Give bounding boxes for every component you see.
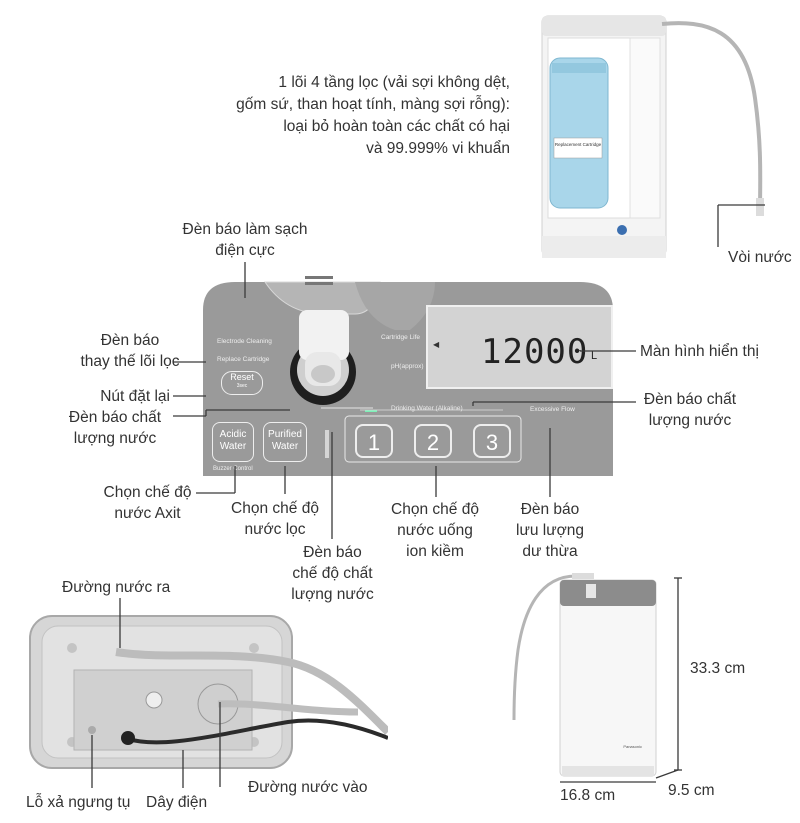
- acidic-water-button[interactable]: Acidic Water: [212, 422, 254, 462]
- label-line: nước lọc: [244, 521, 306, 538]
- purified-water-button[interactable]: Purified Water: [263, 422, 307, 462]
- drain-label: Lỗ xả ngưng tụ: [26, 794, 131, 811]
- reset-button[interactable]: Reset 3sec: [221, 371, 263, 395]
- label-line: nước Axit: [114, 505, 181, 522]
- lcd-value: 12000: [481, 332, 589, 372]
- label-line: chế độ chất: [292, 565, 373, 582]
- device-image: Panasonic: [510, 570, 670, 785]
- label-line: Đèn báo: [520, 501, 580, 518]
- excess-flow-label: Đèn báo lưu lượng dư thừa: [500, 499, 600, 562]
- label-line: điện cực: [215, 242, 275, 259]
- cartridge-label-text: Replacement Cartridge: [555, 142, 602, 147]
- label-line: Đèn báo chất: [68, 409, 162, 426]
- brand-text: Panasonic: [623, 744, 642, 749]
- filter-note-line: và 99.999% vi khuẩn: [366, 140, 510, 157]
- depth-dimension: 9.5 cm: [668, 782, 715, 799]
- purified-label-2: Water: [271, 441, 299, 452]
- label-line: Đèn báo chất: [643, 391, 737, 408]
- control-panel: Electrode Cleaning Replace Cartridge Res…: [195, 270, 620, 492]
- cartridge-replace-label: Đèn báo thay thế lõi lọc: [60, 330, 200, 372]
- reset-button-sub: 3sec: [236, 383, 248, 389]
- label-line: thay thế lõi lọc: [80, 353, 180, 370]
- label-line: Đèn báo: [100, 332, 160, 349]
- display-label: Màn hình hiển thị: [640, 343, 759, 360]
- power-cord-label: Dây điện: [146, 794, 208, 811]
- drinking-water-text: Drinking Water (Alkaline): [391, 405, 463, 412]
- label-line: lượng nước: [648, 412, 732, 429]
- cartridge-life-text: Cartridge Life: [381, 334, 421, 341]
- water-quality-right-label: Đèn báo chất lượng nước: [625, 389, 755, 431]
- water-out-label: Đường nước ra: [62, 579, 171, 596]
- label-line: lượng nước: [73, 430, 157, 447]
- water-in-label: Đường nước vào: [248, 779, 368, 796]
- filter-note-line: 1 lõi 4 tầng lọc (vải sợi không dệt,: [278, 74, 510, 91]
- purified-label-1: Purified: [268, 429, 302, 440]
- reset-button-label: Nút đặt lại: [100, 388, 170, 405]
- alkaline-level-2-button[interactable]: 2: [414, 424, 452, 458]
- mode-indicator-label: Đèn báo chế độ chất lượng nước: [275, 542, 390, 605]
- buzzer-control-text: Buzzer Control: [213, 466, 253, 472]
- label-line: dư thừa: [522, 543, 578, 560]
- label-line: Chọn chế độ: [103, 484, 192, 501]
- ph-approx-text: pH(approx): [391, 363, 424, 370]
- excessive-flow-text: Excessive Flow: [530, 406, 575, 413]
- water-quality-left-label: Đèn báo chất lượng nước: [50, 407, 180, 449]
- width-dimension: 16.8 cm: [560, 787, 616, 804]
- acidic-label-2: Water: [219, 441, 247, 452]
- filter-note-line: loại bỏ hoàn toàn các chất có hại: [283, 118, 510, 135]
- lcd-arrow-icon: ◀: [433, 340, 440, 349]
- label-line: Đèn báo: [303, 544, 362, 561]
- acidic-label-1: Acidic: [219, 429, 247, 440]
- height-dimension: 33.3 cm: [690, 660, 746, 677]
- alkaline-level-3-button[interactable]: 3: [473, 424, 511, 458]
- acid-mode-label: Chọn chế độ nước Axit: [85, 482, 210, 524]
- underside-image: [28, 612, 391, 772]
- electrode-cleaning-label: Đèn báo làm sạch điện cực: [165, 219, 325, 261]
- label-line: Đèn báo làm sạch: [182, 221, 308, 238]
- electrode-cleaning-text: Electrode Cleaning: [217, 338, 272, 345]
- lcd-unit: L: [591, 350, 598, 362]
- label-line: Chọn chế độ: [391, 501, 479, 518]
- label-line: nước uống: [397, 522, 473, 539]
- filter-note-line: gốm sứ, than hoạt tính, màng sợi rỗng):: [236, 96, 510, 113]
- faucet-label: Vòi nước: [728, 249, 792, 266]
- label-line: lượng nước: [291, 586, 374, 603]
- replace-cartridge-text: Replace Cartridge: [217, 356, 270, 363]
- label-line: Chọn chế độ: [231, 500, 319, 517]
- cartridge-unit-image: Replacement Cartridge: [530, 8, 800, 270]
- alkaline-level-1-button[interactable]: 1: [355, 424, 393, 458]
- filter-note: 1 lõi 4 tầng lọc (vải sợi không dệt, gốm…: [220, 72, 510, 160]
- label-line: lưu lượng: [516, 522, 584, 539]
- alkaline-mode-label: Chọn chế độ nước uống ion kiềm: [375, 499, 495, 562]
- label-line: ion kiềm: [406, 543, 464, 560]
- reset-button-label: Reset: [230, 372, 254, 382]
- purified-mode-label: Chọn chế độ nước lọc: [215, 498, 335, 540]
